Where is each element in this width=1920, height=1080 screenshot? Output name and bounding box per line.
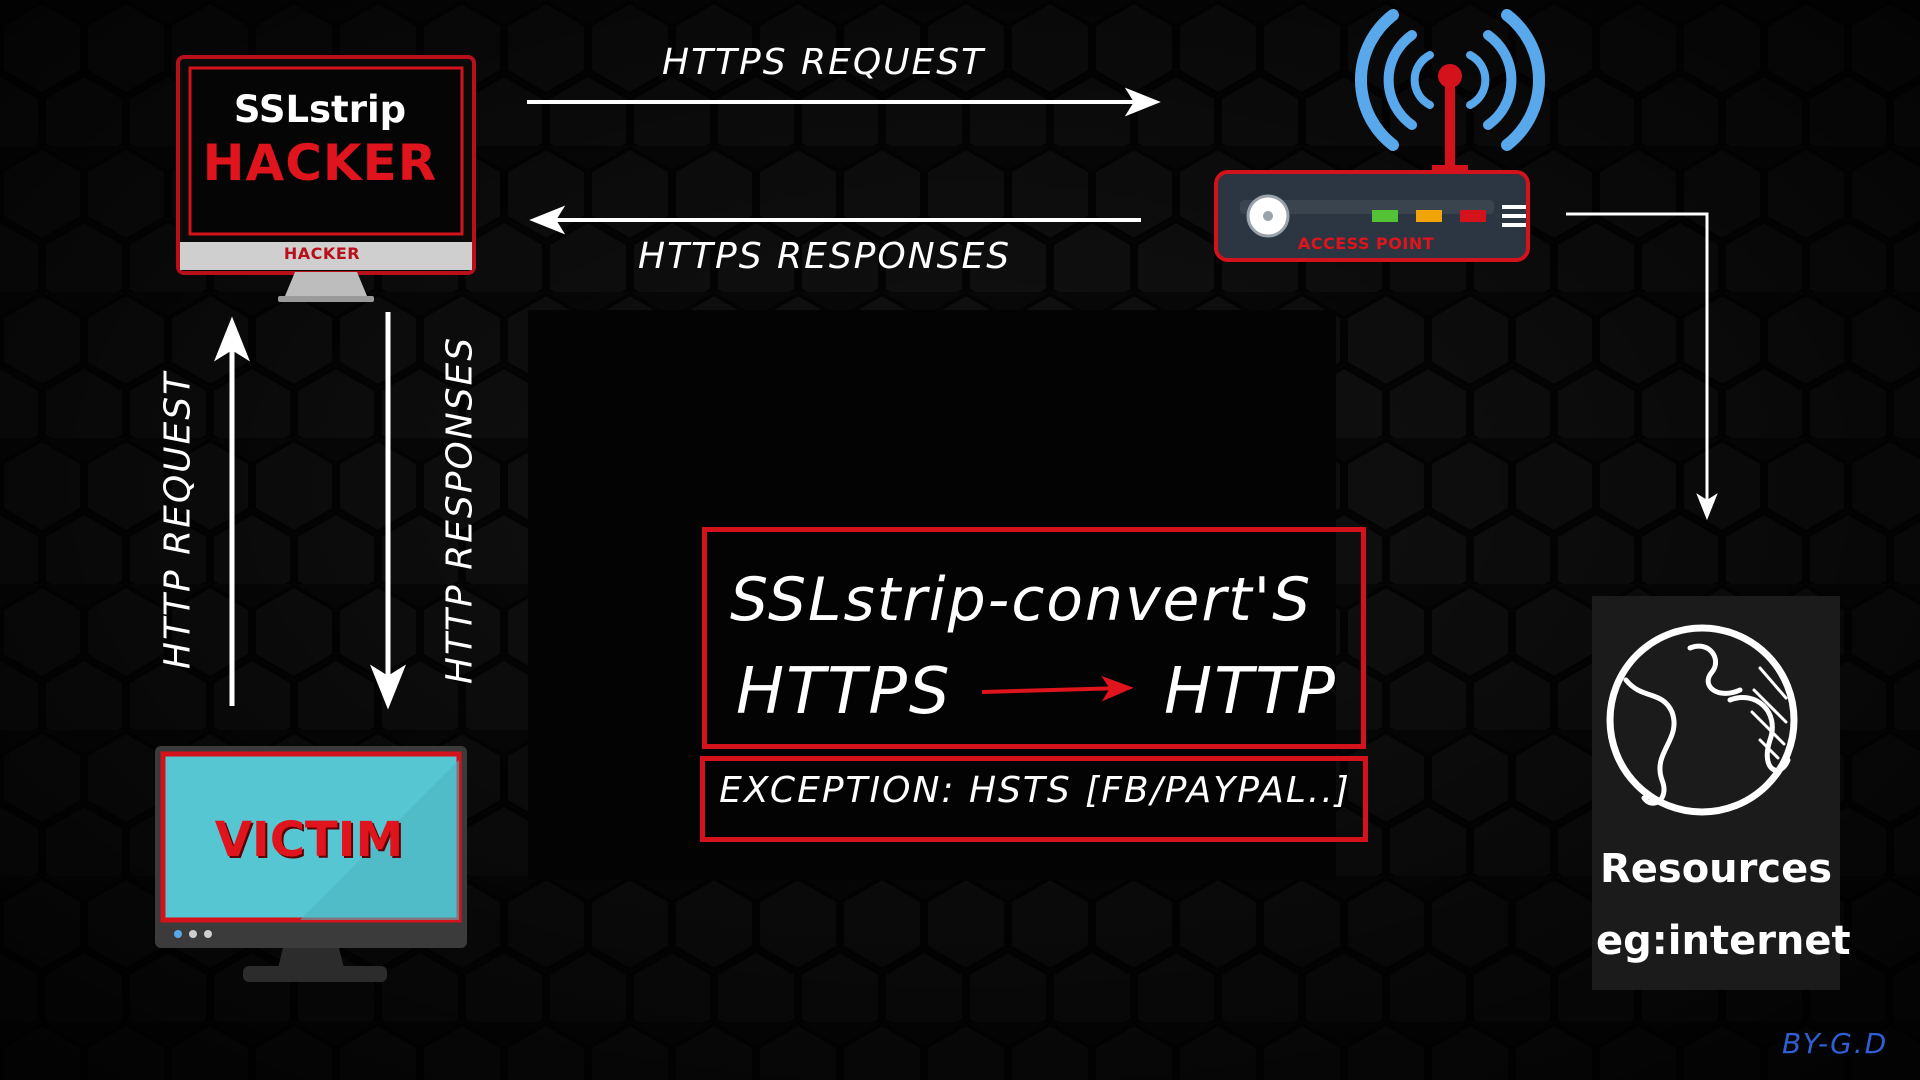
author-credit: BY-G.D [1782,1027,1889,1060]
conversion-box [702,527,1366,749]
access-point-router-icon [1214,64,1530,262]
resources-label: Resources [1599,846,1833,892]
conversion-title: SSLstrip-convert'S [730,565,1313,635]
victim-label: VICTIM [214,812,404,868]
label-https-responses: HTTPS RESPONSES [638,236,1012,277]
arrow-to-resources [1566,212,1718,521]
hacker-subtitle: HACKER [202,134,438,192]
exception-text: EXCEPTION: HSTS [FB/PAYPAL..] [719,770,1351,811]
arrow-https-to-http [981,675,1134,702]
label-https-request: HTTPS REQUEST [662,42,986,83]
conversion-from: HTTPS [736,655,952,729]
hacker-base-label: HACKER [283,244,361,263]
center-dark-panel [528,310,1336,880]
conversion-to: HTTP [1164,655,1337,729]
hacker-title: SSLstrip [233,88,407,131]
exception-box [700,756,1368,842]
wifi-signal-icon [1354,9,1546,151]
hacker-monitor-icon [176,55,476,302]
access-point-label: ACCESS POINT [1297,234,1435,253]
resources-example-label: eg:internet [1596,918,1851,964]
victim-monitor-icon [155,746,467,982]
